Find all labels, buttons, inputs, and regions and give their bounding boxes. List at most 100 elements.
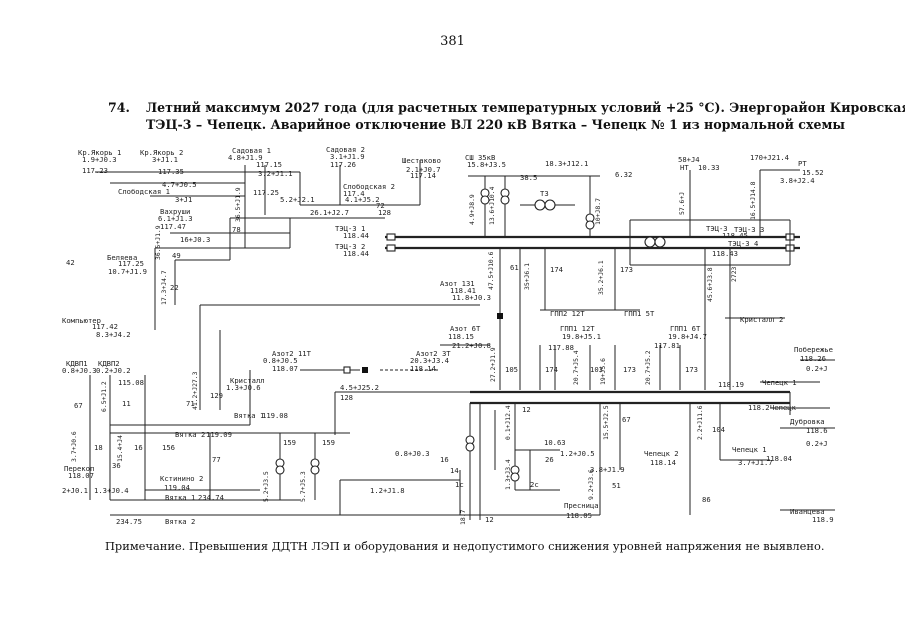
label: 16+J0.3 xyxy=(180,235,210,244)
label: 58+J4 xyxy=(678,155,700,164)
label: 26.1+J2.7 xyxy=(310,208,349,217)
label: ТЭЦ-3 2 xyxy=(335,242,365,251)
label: 78 xyxy=(232,225,241,234)
label: 103 xyxy=(590,365,603,374)
label: 16.5+J14.8 xyxy=(749,181,757,220)
transformer-icon xyxy=(275,465,285,475)
label: 1.3+J3.4 xyxy=(504,459,512,490)
label: Побережье xyxy=(794,345,833,354)
label: 18.7 xyxy=(459,509,467,525)
footnote: Примечание. Превышения ДДТН ЛЭП и оборуд… xyxy=(105,539,825,553)
label: 156 xyxy=(162,443,175,452)
label: 10+J8.7 xyxy=(594,198,602,225)
label: 5.2+J2.1 xyxy=(280,195,315,204)
label: 35.2+J6.1 xyxy=(597,260,605,295)
label: 20.7+J5.4 xyxy=(572,350,580,385)
label: 2.2+J11.6 xyxy=(696,405,704,440)
label: 67 xyxy=(622,415,631,424)
title-line-2: ТЭЦ-3 – Чепецк. Аварийное отключение ВЛ … xyxy=(146,117,846,132)
label: 35+J6.1 xyxy=(523,263,531,290)
label: 159 xyxy=(283,438,296,447)
label: 6.32 xyxy=(615,170,632,179)
label: Пресница xyxy=(564,501,599,510)
label: 22 xyxy=(170,283,179,292)
label: 47.5+J10.6 xyxy=(487,251,495,290)
label: ГПП2 12Т xyxy=(550,309,585,318)
label: Азот 6Т xyxy=(450,324,481,333)
label: 77 xyxy=(212,455,221,464)
label: 117.4 xyxy=(343,189,365,198)
label: КДВП1 xyxy=(66,359,88,368)
label: 18 xyxy=(94,443,103,452)
label: Слободская 2 xyxy=(343,182,395,191)
label: 0.8+J0.3 xyxy=(395,449,430,458)
label: Чепецк xyxy=(770,403,797,412)
label: 16 xyxy=(134,443,143,452)
label: Чепецк 1 xyxy=(732,445,767,454)
label: 1.2+J0.5 xyxy=(560,449,595,458)
label: Азот2 11Т xyxy=(272,349,312,358)
label: Дубровка xyxy=(790,417,825,426)
label: 118.44 xyxy=(343,231,369,240)
breaker xyxy=(343,366,351,374)
label: 15.5+J2.5 xyxy=(602,405,610,440)
label: 1.2+J1.8 xyxy=(370,486,405,495)
label: ГПП1 5Т xyxy=(624,309,655,318)
label: 4.9+J8.9 xyxy=(468,194,476,225)
label: 9.2+J3.6 xyxy=(587,469,595,500)
label: ТЭЦ-3 4 xyxy=(728,239,758,248)
label: 1.3+J0.4 xyxy=(94,486,129,495)
label: 2723 xyxy=(730,266,738,282)
label: 0.2+J0.2 xyxy=(96,366,131,375)
label: 12 xyxy=(522,405,531,414)
label: 42 xyxy=(66,258,75,267)
label: 20.7+J5.2 xyxy=(644,350,652,385)
label: 10.33 xyxy=(698,163,720,172)
label: 118.04 xyxy=(766,454,792,463)
label: 118.07 xyxy=(272,364,298,373)
label: 15.4+J4 xyxy=(116,435,124,462)
label: 17.3+J4.7 xyxy=(160,270,168,305)
label: Компьютер xyxy=(62,316,101,325)
label: 51 xyxy=(612,481,621,490)
label: 8.3+J4.2 xyxy=(96,330,131,339)
label: Азот 131 xyxy=(440,279,475,288)
label: 3.8+J2.4 xyxy=(780,176,815,185)
label: 86 xyxy=(702,495,711,504)
label: 234.74 xyxy=(198,493,224,502)
transformer-icon xyxy=(654,236,666,248)
label: 18.3+J12.1 xyxy=(545,159,588,168)
label: 3.1+J1.9 xyxy=(330,152,365,161)
label: 5.2+J3.5 xyxy=(262,471,270,502)
label: 174 xyxy=(545,365,558,374)
label: 19.8+J4.7 xyxy=(668,332,707,341)
label: 117.42 xyxy=(92,322,118,331)
label: 128 xyxy=(340,393,353,402)
label: ТЭЦ-3 3 xyxy=(734,225,764,234)
label: 117.88 xyxy=(548,343,574,352)
label: Кр.Якорь 2 xyxy=(140,148,183,157)
label: РТ xyxy=(798,159,807,168)
label: Вахруши xyxy=(160,207,190,216)
label: ГПП1 6Т xyxy=(670,324,701,333)
label: Азот2 3Т xyxy=(416,349,451,358)
bus-breaker xyxy=(386,244,396,252)
label: 117.15 xyxy=(256,160,282,169)
label: 118.9 xyxy=(812,515,834,524)
label: 118.44 xyxy=(343,249,369,258)
label: 2с xyxy=(530,480,539,489)
label: 173 xyxy=(685,365,698,374)
label: 72 xyxy=(376,201,385,210)
label: 117.47 xyxy=(160,222,186,231)
label: 4.7+J0.5 xyxy=(162,180,197,189)
label: 119.08 xyxy=(262,411,288,420)
label: Шестаково xyxy=(402,156,441,165)
label: 10.7+J1.9 xyxy=(108,267,147,276)
label: 119.04 xyxy=(164,483,190,492)
label: 61 xyxy=(510,263,519,272)
label: 10.63 xyxy=(544,438,566,447)
label: Кристалл xyxy=(230,376,265,385)
page-number: 381 xyxy=(440,34,465,49)
label: 173 xyxy=(623,365,636,374)
